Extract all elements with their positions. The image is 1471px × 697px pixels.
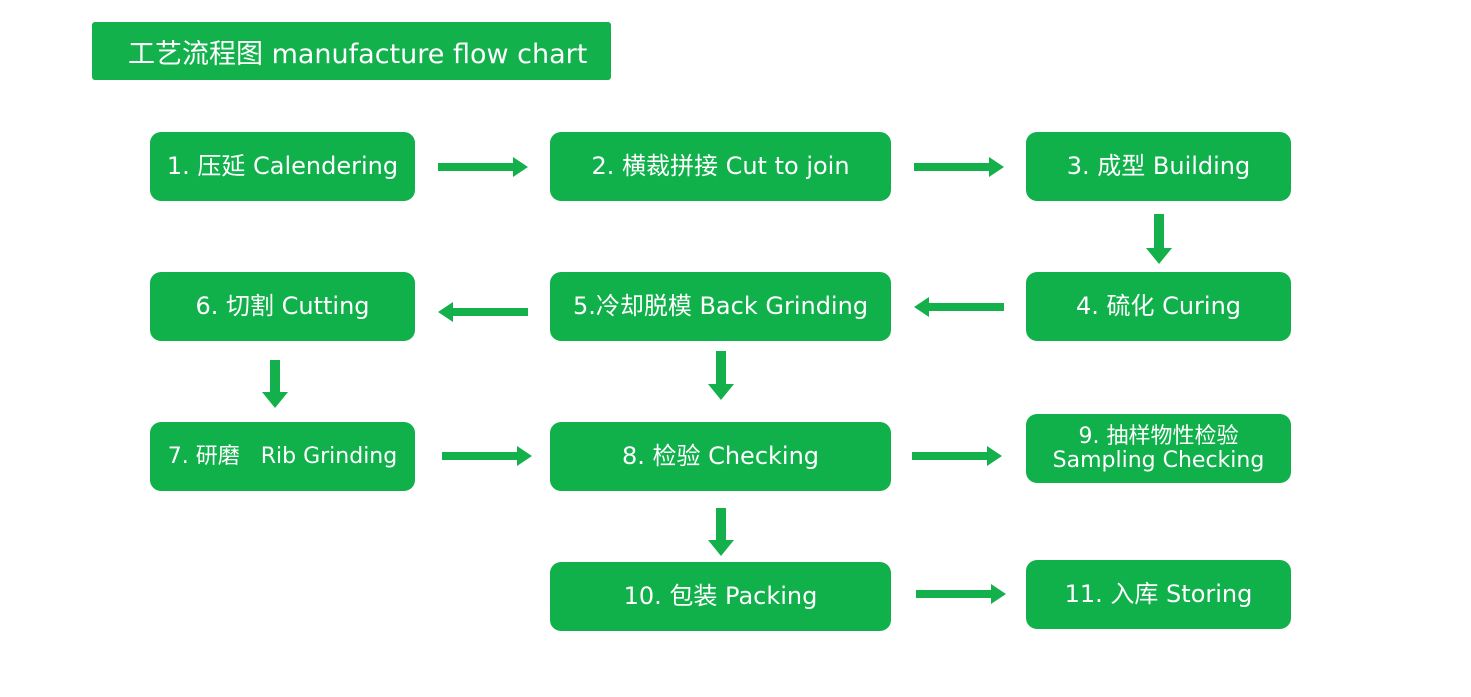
arrow-8-to-10 — [708, 508, 734, 556]
step-8-label: 8. 检验 Checking — [621, 441, 820, 470]
step-2-cut-to-join: 2. 横裁拼接 Cut to join — [550, 132, 891, 201]
arrow-5-to-8 — [708, 351, 734, 400]
step-11-label: 11. 入库 Storing — [1064, 579, 1253, 608]
arrow-10-to-11 — [916, 584, 1006, 604]
arrow-6-to-7 — [262, 360, 288, 408]
arrow-8-to-9 — [912, 446, 1002, 466]
step-4-curing: 4. 硫化 Curing — [1026, 272, 1291, 341]
step-8-checking: 8. 检验 Checking — [550, 422, 891, 491]
step-7-label: 7. 研磨 Rib Grinding — [167, 443, 398, 469]
step-10-label: 10. 包装 Packing — [623, 581, 818, 610]
chart-title: 工艺流程图 manufacture flow chart — [92, 22, 611, 80]
step-5-back-grinding: 5.冷却脱模 Back Grinding — [550, 272, 891, 341]
step-9-label-line1: 9. 抽样物性检验 — [1078, 424, 1239, 450]
arrow-3-to-4 — [1146, 214, 1172, 264]
arrow-5-to-6 — [438, 302, 528, 322]
step-9-label-line2: Sampling Checking — [1052, 447, 1265, 473]
step-3-label: 3. 成型 Building — [1066, 151, 1251, 180]
arrow-1-to-2 — [438, 157, 528, 177]
step-11-storing: 11. 入库 Storing — [1026, 560, 1291, 629]
arrow-7-to-8 — [442, 446, 532, 466]
step-9-sampling-checking: 9. 抽样物性检验 Sampling Checking — [1026, 414, 1291, 483]
step-2-label: 2. 横裁拼接 Cut to join — [591, 151, 850, 180]
step-5-label: 5.冷却脱模 Back Grinding — [572, 291, 869, 320]
step-3-building: 3. 成型 Building — [1026, 132, 1291, 201]
step-6-cutting: 6. 切割 Cutting — [150, 272, 415, 341]
step-10-packing: 10. 包装 Packing — [550, 562, 891, 631]
step-4-label: 4. 硫化 Curing — [1075, 291, 1242, 320]
step-7-rib-grinding: 7. 研磨 Rib Grinding — [150, 422, 415, 491]
arrow-2-to-3 — [914, 157, 1004, 177]
step-1-label: 1. 压延 Calendering — [166, 151, 399, 180]
arrow-4-to-5 — [914, 297, 1004, 317]
step-1-calendering: 1. 压延 Calendering — [150, 132, 415, 201]
step-6-label: 6. 切割 Cutting — [195, 291, 370, 320]
